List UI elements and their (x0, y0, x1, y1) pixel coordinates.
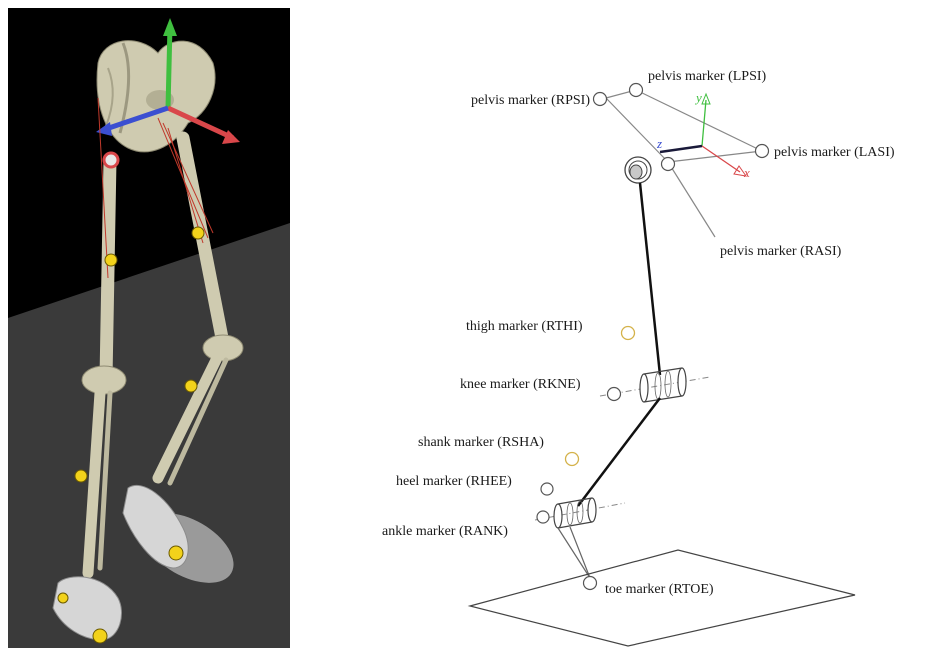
hip-joint (625, 157, 651, 183)
shank-segment (578, 398, 660, 506)
skeleton-viewport (8, 8, 290, 648)
lasi-marker-circle (756, 145, 769, 158)
thigh-segment (640, 183, 660, 375)
label-rkne: knee marker (RKNE) (460, 377, 581, 392)
rpsi-marker-circle (594, 93, 607, 106)
skeleton-render (8, 8, 290, 648)
marker-circles (537, 84, 769, 590)
label-rsha: shank marker (RSHA) (418, 435, 544, 450)
label-rasi: pelvis marker (RASI) (720, 244, 842, 259)
foot-segment (558, 527, 590, 578)
z-axis-label: z (656, 136, 662, 151)
rsha-marker-circle (566, 453, 579, 466)
rank-marker-circle (537, 511, 549, 523)
y-axis-label: y (694, 90, 702, 105)
rthi-marker-circle (622, 327, 635, 340)
label-lpsi: pelvis marker (LPSI) (648, 69, 767, 84)
rhee-marker-circle (541, 483, 553, 495)
rtoe-marker-circle (584, 577, 597, 590)
label-rhee: heel marker (RHEE) (396, 474, 512, 489)
lpsi-marker-circle (630, 84, 643, 97)
label-rank: ankle marker (RANK) (382, 524, 508, 539)
label-rthi: thigh marker (RTHI) (466, 319, 583, 334)
label-lasi: pelvis marker (LASI) (774, 145, 895, 160)
rkne-marker-circle (608, 388, 621, 401)
marker-diagram: y x z (300, 0, 928, 648)
rasi-marker-circle (662, 158, 675, 171)
label-rtoe: toe marker (RTOE) (605, 582, 714, 597)
x-axis-label: x (743, 165, 750, 180)
label-rpsi: pelvis marker (RPSI) (471, 93, 590, 108)
diagram-svg: y x z (300, 0, 928, 648)
floor-plane-outline (470, 550, 855, 646)
